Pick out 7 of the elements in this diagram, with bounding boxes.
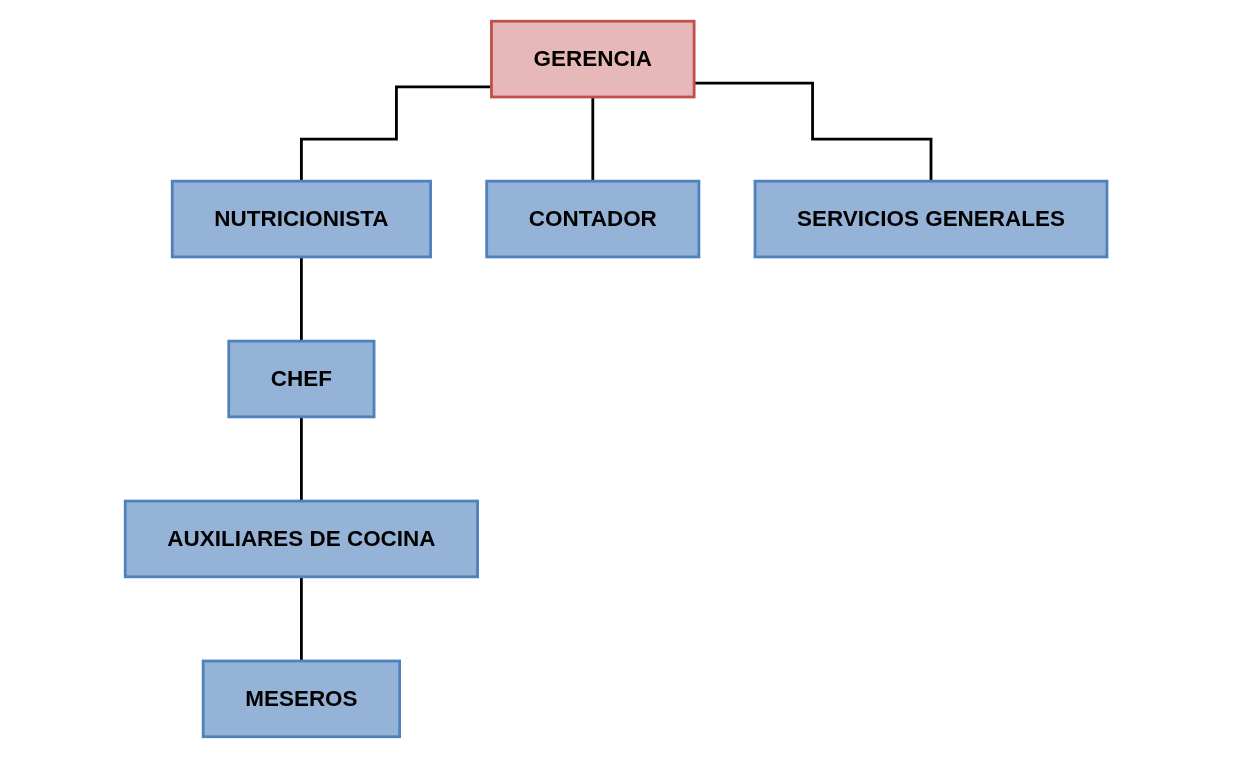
node-box: MESEROS <box>202 659 402 739</box>
node-box: CHEF <box>227 339 376 419</box>
node-box: NUTRICIONISTA <box>171 179 433 259</box>
node-box: GERENCIA <box>490 19 696 99</box>
node-box: AUXILIARES DE COCINA <box>124 499 480 579</box>
node-box: CONTADOR <box>485 179 701 259</box>
node-box: SERVICIOS GENERALES <box>754 179 1109 259</box>
